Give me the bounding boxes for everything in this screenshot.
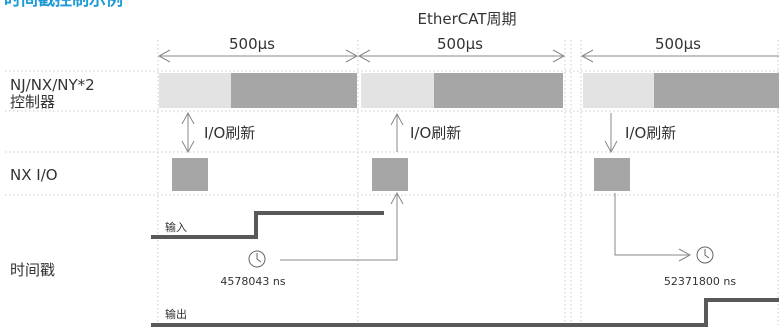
io-refresh-arrows [181, 111, 618, 154]
controller-bar-dark-1 [231, 73, 357, 108]
row-label-nx-io: NX I/O [10, 166, 58, 184]
nx-io-block-1 [172, 158, 208, 191]
io-refresh-label-3: I/O刷新 [625, 124, 676, 142]
output-signal-line [151, 298, 779, 327]
timestamp-connectors [280, 191, 692, 262]
timestamp-value-1: 4578043 ns [220, 275, 285, 288]
controller-bar-light-1 [159, 73, 231, 108]
output-signal-label: 输出 [165, 307, 187, 321]
nx-io-block-2 [372, 158, 408, 191]
row-separators [5, 70, 779, 196]
controller-bars [159, 73, 779, 108]
clock-icon [248, 250, 266, 268]
io-refresh-label-1: I/O刷新 [204, 124, 255, 142]
nx-io-blocks [172, 158, 630, 191]
row-label-timestamp: 时间戳 [10, 261, 55, 279]
nx-io-block-3 [594, 158, 630, 191]
row-label-controller-2: 控制器 [10, 93, 55, 111]
controller-bar-light-2 [361, 73, 434, 108]
controller-bar-dark-3 [654, 73, 779, 108]
row-label-controller: NJ/NX/NY*2 [10, 76, 95, 94]
controller-bar-dark-2 [434, 73, 563, 108]
diagram-title: 时间戳控制示例 [4, 0, 123, 10]
vertical-guides [157, 40, 779, 325]
clock-icon [696, 246, 714, 264]
cycle-label: EtherCAT周期 [418, 10, 517, 28]
controller-bar-light-3 [583, 73, 654, 108]
period-label-2: 500μs [437, 35, 483, 53]
input-signal-label: 输入 [165, 220, 187, 234]
timestamp-value-2: 52371800 ns [664, 275, 736, 288]
io-refresh-label-2: I/O刷新 [410, 124, 461, 142]
period-label-3: 500μs [655, 35, 701, 53]
period-label-1: 500μs [229, 35, 275, 53]
input-signal-line [151, 211, 384, 239]
